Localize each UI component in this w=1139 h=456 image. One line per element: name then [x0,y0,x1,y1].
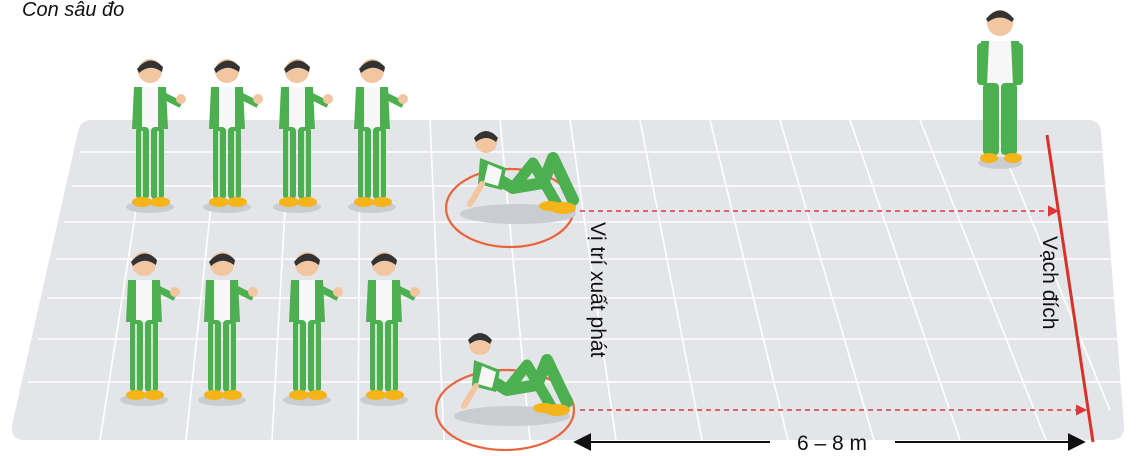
start-position-label: Vị trí xuất phát [586,222,609,358]
finish-line-label: Vạch đích [1038,236,1061,329]
distance-label: 6 – 8 m [797,432,867,455]
